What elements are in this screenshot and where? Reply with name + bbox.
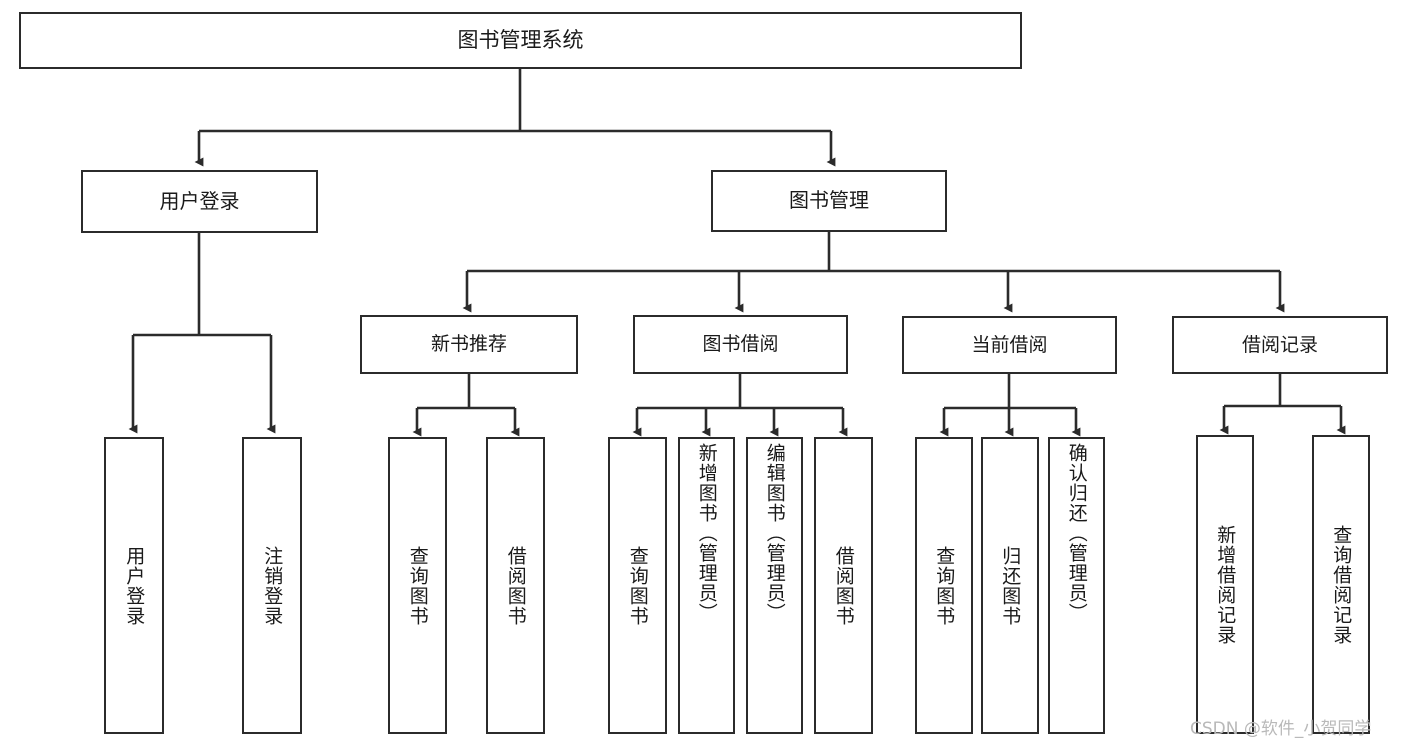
node-root-system[interactable]: 图书管理系统: [19, 12, 1022, 69]
node-leaf-borrow-book-recommend[interactable]: 借阅图书: [486, 437, 545, 734]
node-leaf-add-book-admin[interactable]: 新增图书（管理员）: [678, 437, 735, 734]
node-label: 图书管理: [789, 188, 869, 213]
node-label: 图书管理系统: [457, 28, 584, 53]
node-label: 用户登录: [123, 545, 146, 626]
node-label: 查询图书: [626, 545, 649, 626]
node-label: 新增图书（管理员）: [695, 443, 718, 623]
node-current-borrow[interactable]: 当前借阅: [902, 316, 1117, 374]
node-label: 确认归还（管理员）: [1065, 443, 1088, 623]
node-leaf-add-borrow-record[interactable]: 新增借阅记录: [1196, 435, 1254, 734]
node-label: 当前借阅: [971, 333, 1048, 356]
node-label: 注销登录: [261, 545, 284, 626]
node-leaf-borrow-book[interactable]: 借阅图书: [814, 437, 873, 734]
node-leaf-user-login[interactable]: 用户登录: [104, 437, 164, 734]
node-label: 新增借阅记录: [1214, 524, 1237, 645]
node-label: 查询图书: [933, 545, 956, 626]
node-leaf-query-book-borrow[interactable]: 查询图书: [608, 437, 667, 734]
node-leaf-edit-book-admin[interactable]: 编辑图书（管理员）: [746, 437, 803, 734]
node-book-borrow[interactable]: 图书借阅: [633, 315, 848, 374]
node-book-manage[interactable]: 图书管理: [711, 170, 947, 232]
node-leaf-query-borrow-record[interactable]: 查询借阅记录: [1312, 435, 1370, 734]
node-leaf-return-book[interactable]: 归还图书: [981, 437, 1039, 734]
node-label: 借阅图书: [832, 545, 855, 626]
node-label: 借阅记录: [1241, 333, 1318, 356]
node-label: 新书推荐: [430, 333, 507, 356]
node-leaf-query-book-current[interactable]: 查询图书: [915, 437, 973, 734]
node-label: 用户登录: [159, 188, 240, 213]
node-label: 查询借阅记录: [1330, 524, 1353, 645]
node-new-book-recommend[interactable]: 新书推荐: [360, 315, 578, 374]
node-leaf-confirm-return-admin[interactable]: 确认归还（管理员）: [1048, 437, 1105, 734]
node-label: 图书借阅: [702, 333, 779, 356]
node-label: 查询图书: [406, 545, 429, 626]
node-leaf-query-book-recommend[interactable]: 查询图书: [388, 437, 447, 734]
node-label: 编辑图书（管理员）: [763, 443, 786, 623]
node-label: 借阅图书: [504, 545, 527, 626]
csdn-watermark: CSDN @软件_小贺同学: [1190, 719, 1372, 739]
node-leaf-user-logout[interactable]: 注销登录: [242, 437, 302, 734]
node-user-login[interactable]: 用户登录: [81, 170, 318, 233]
node-borrow-record[interactable]: 借阅记录: [1172, 316, 1388, 374]
node-label: 归还图书: [999, 545, 1022, 626]
